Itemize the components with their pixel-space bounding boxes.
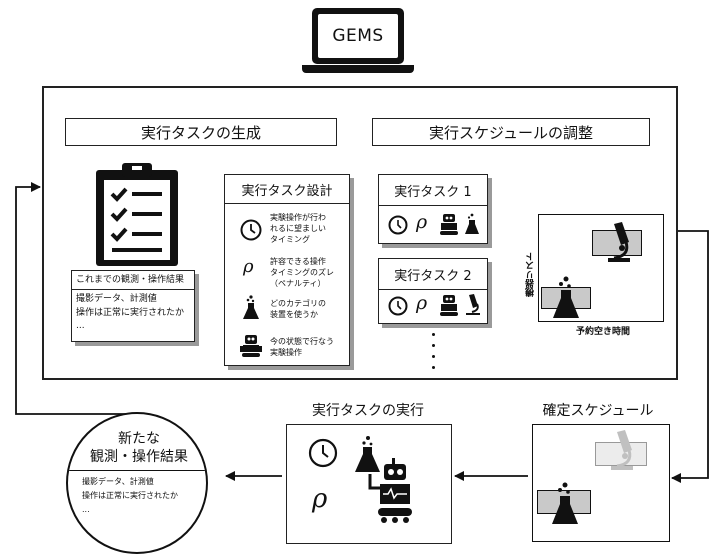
flask-icon bbox=[243, 295, 259, 319]
task-2-card: 実行タスク 2 bbox=[378, 258, 488, 324]
task-2-label: 実行タスク 2 bbox=[394, 268, 472, 284]
execution-title: 実行タスクの実行 bbox=[312, 403, 424, 419]
clipboard-icon bbox=[96, 163, 178, 266]
flask-icon bbox=[552, 482, 578, 524]
gems-label: GEMS bbox=[332, 26, 384, 46]
microscope-icon bbox=[608, 222, 630, 262]
rho-icon: ρ bbox=[416, 211, 428, 233]
schedule-y-label: 機器リスト bbox=[526, 252, 536, 297]
generate-tasks-header: 実行タスクの生成 bbox=[65, 118, 337, 146]
adjust-schedule-label: 実行スケジュールの調整 bbox=[429, 123, 593, 142]
new-results-title-line: 観測・操作結果 bbox=[90, 449, 188, 465]
rho-icon: ρ bbox=[243, 256, 254, 277]
adjust-schedule-header: 実行スケジュールの調整 bbox=[372, 118, 650, 146]
laptop-screen: GEMS bbox=[312, 8, 404, 64]
gems-laptop: GEMS bbox=[302, 8, 414, 76]
design-item-line: 許容できる操作 bbox=[270, 257, 326, 266]
task-design-box: 実行タスク設計 bbox=[224, 174, 350, 366]
microscope-icon bbox=[466, 294, 480, 315]
history-box: これまでの観測・操作結果 撮影データ、計測値 操作は正常に実行されたか ... bbox=[71, 270, 195, 342]
schedule-slot bbox=[592, 230, 642, 256]
laptop-base bbox=[302, 65, 414, 73]
design-item-line: 装置を使うか bbox=[270, 310, 318, 319]
design-item-category: どのカテゴリの 装置を使うか bbox=[270, 298, 350, 320]
new-results-line: 撮影データ、計測値 bbox=[82, 477, 154, 486]
confirmed-schedule-title: 確定スケジュール bbox=[542, 403, 654, 419]
design-item-timing: 実験操作が行わ れるに望ましい タイミング bbox=[270, 212, 350, 245]
design-item-line: 実験操作 bbox=[270, 348, 302, 357]
design-item-line: 今の状態で行なう bbox=[270, 337, 334, 346]
task-1-label: 実行タスク 1 bbox=[394, 184, 472, 200]
design-item-line: タイミング bbox=[270, 235, 310, 244]
history-line: ... bbox=[76, 321, 85, 331]
rho-icon: ρ bbox=[312, 484, 328, 514]
task-2-header: 実行タスク 2 bbox=[379, 259, 487, 290]
design-item-penalty: 許容できる操作 タイミングのズレ （ペナルティ） bbox=[270, 256, 350, 289]
design-item-line: タイミングのズレ bbox=[270, 268, 334, 277]
rho-icon: ρ bbox=[416, 292, 428, 314]
robot-icon bbox=[440, 214, 458, 235]
robot-icon bbox=[440, 295, 458, 316]
flask-icon bbox=[553, 276, 579, 318]
more-tasks-dots bbox=[432, 333, 436, 373]
design-item-line: どのカテゴリの bbox=[270, 299, 326, 308]
arrow-results-to-main bbox=[15, 182, 132, 415]
design-item-line: （ペナルティ） bbox=[270, 279, 326, 288]
microscope-icon bbox=[611, 430, 633, 470]
design-item-line: れるに望ましい bbox=[270, 224, 326, 233]
clock-icon bbox=[388, 215, 408, 235]
clock-icon bbox=[388, 296, 408, 316]
arrow-main-to-confirmed bbox=[671, 230, 709, 483]
new-results-line: 操作は正常に実行されたか bbox=[82, 491, 178, 500]
design-item-operation: 今の状態で行なう 実験操作 bbox=[270, 336, 350, 358]
flask-icon bbox=[465, 213, 479, 234]
clock-icon bbox=[308, 438, 338, 468]
design-item-line: 実験操作が行わ bbox=[270, 213, 326, 222]
robot-icon bbox=[240, 335, 262, 357]
laptop-display: GEMS bbox=[318, 14, 398, 58]
clock-icon bbox=[240, 219, 262, 241]
new-results-title-line: 新たな bbox=[118, 431, 160, 447]
new-results-circle: 新たな 観測・操作結果 撮影データ、計測値 操作は正常に実行されたか ... bbox=[66, 412, 208, 554]
task-design-title: 実行タスク設計 bbox=[225, 175, 349, 204]
generate-tasks-label: 実行タスクの生成 bbox=[140, 123, 261, 142]
robot-with-flask-icon bbox=[355, 436, 412, 523]
history-header: これまでの観測・操作結果 bbox=[72, 271, 194, 290]
new-results-line: ... bbox=[82, 505, 90, 514]
task-1-header: 実行タスク 1 bbox=[379, 175, 487, 206]
task-design-label: 実行タスク設計 bbox=[241, 183, 333, 199]
history-line: 操作は正常に実行されたか bbox=[76, 308, 185, 318]
new-results-divider bbox=[68, 470, 206, 471]
history-line: 撮影データ、計測値 bbox=[76, 294, 157, 304]
schedule-x-label: 予約空き時間 bbox=[575, 327, 630, 337]
